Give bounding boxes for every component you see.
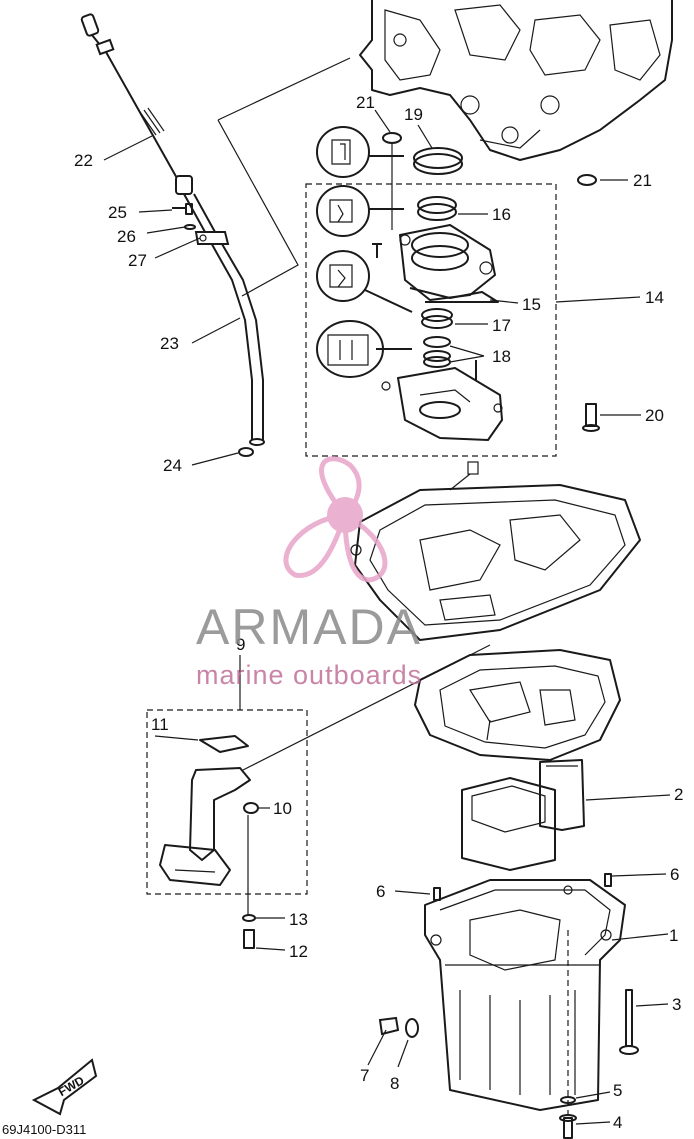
gasket bbox=[414, 649, 621, 761]
callout-16: 16 bbox=[492, 205, 511, 224]
callout-6-left: 6 bbox=[376, 882, 385, 901]
callout-10: 10 bbox=[273, 799, 292, 818]
dipstick-guide bbox=[172, 175, 265, 457]
callout-25: 25 bbox=[108, 203, 127, 222]
callout-12: 12 bbox=[289, 942, 308, 961]
callout-13: 13 bbox=[289, 910, 308, 929]
dipstick bbox=[80, 13, 179, 181]
callout-8: 8 bbox=[390, 1074, 399, 1093]
callout-18: 18 bbox=[492, 347, 511, 366]
callout-22: 22 bbox=[74, 151, 93, 170]
assembly-box-9 bbox=[146, 709, 308, 895]
callout-1: 1 bbox=[669, 926, 678, 945]
callout-7: 7 bbox=[360, 1066, 369, 1085]
bolt-20 bbox=[582, 403, 600, 432]
fwd-arrow-icon bbox=[31, 1058, 98, 1116]
callout-21-left: 21 bbox=[356, 93, 375, 112]
propeller-logo-icon bbox=[283, 456, 388, 583]
callout-23: 23 bbox=[160, 334, 179, 353]
callout-labels: 1 2 3 4 5 6 6 7 8 9 10 11 12 13 14 15 16… bbox=[74, 93, 683, 1132]
oil-pan bbox=[424, 873, 626, 1120]
callout-27: 27 bbox=[128, 251, 147, 270]
engine-block bbox=[359, 0, 673, 161]
callout-9: 9 bbox=[236, 635, 245, 654]
leader-lines bbox=[103, 109, 671, 1125]
drawing-code: 69J4100-D311 bbox=[2, 1122, 86, 1137]
callout-2: 2 bbox=[674, 785, 683, 804]
callout-3: 3 bbox=[672, 995, 681, 1014]
bolt-3 bbox=[619, 989, 639, 1055]
callout-5: 5 bbox=[613, 1081, 622, 1100]
callout-17: 17 bbox=[492, 316, 511, 335]
callout-20: 20 bbox=[645, 406, 664, 425]
assembly-box-14 bbox=[305, 183, 557, 457]
oil-strainer bbox=[159, 735, 259, 949]
callout-21-right: 21 bbox=[633, 171, 652, 190]
callout-6-right: 6 bbox=[670, 865, 679, 884]
seals-stack bbox=[382, 132, 597, 368]
drain-plug bbox=[378, 1016, 419, 1038]
exhaust-guide bbox=[350, 461, 641, 641]
callout-24: 24 bbox=[163, 456, 182, 475]
callout-11: 11 bbox=[151, 715, 169, 734]
seal-detail-bubbles bbox=[316, 126, 413, 378]
callout-19: 19 bbox=[404, 105, 423, 124]
lower-seal-housing bbox=[381, 360, 503, 441]
callout-26: 26 bbox=[117, 227, 136, 246]
callout-14: 14 bbox=[645, 288, 664, 307]
exhaust-insert bbox=[461, 759, 585, 871]
oil-seal-housing bbox=[372, 224, 499, 303]
watermark: ARMADA marine outboards bbox=[196, 456, 422, 690]
callout-15: 15 bbox=[522, 295, 541, 314]
watermark-brand: ARMADA bbox=[196, 599, 422, 655]
callout-4: 4 bbox=[613, 1113, 622, 1132]
bolt-4 bbox=[559, 1096, 577, 1139]
watermark-tagline: marine outboards bbox=[196, 660, 422, 690]
